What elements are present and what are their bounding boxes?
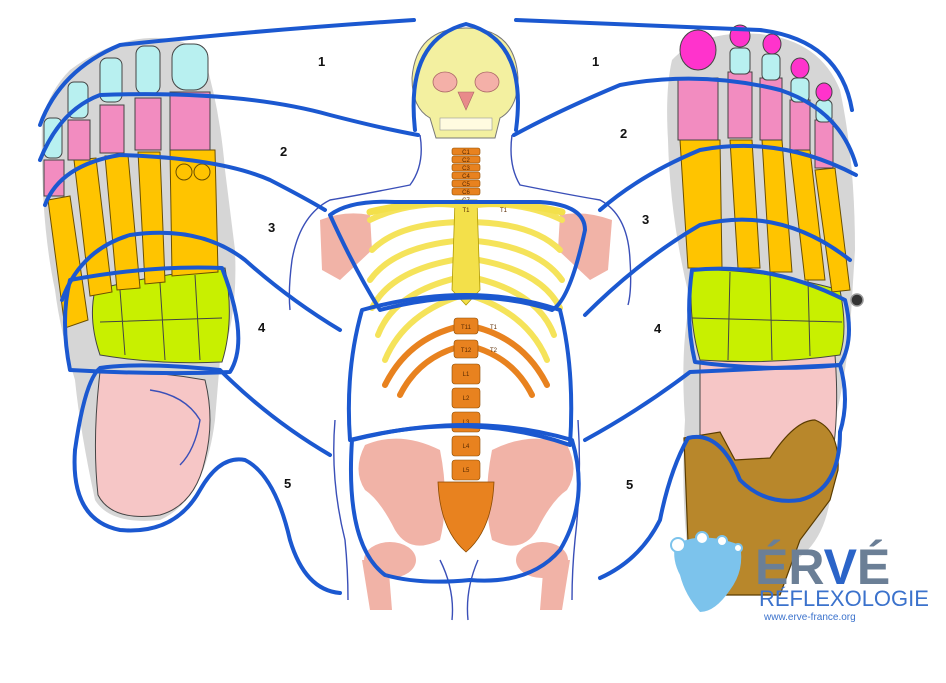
zone-1-right-top [514, 18, 854, 112]
skull [411, 27, 519, 139]
sternum [451, 199, 481, 306]
zone-5-pelvis-box [348, 423, 581, 584]
zone-3-chest-box [328, 199, 587, 312]
cervical-spine [451, 147, 481, 196]
zone-label-right-2: 2 [620, 126, 627, 141]
teeth [439, 117, 493, 131]
sacrum [437, 481, 495, 553]
logo-name: ÉRVÉ [755, 539, 890, 595]
label-l4: L4 [463, 444, 470, 450]
label-l2: L2 [463, 396, 470, 402]
logo-foot-icon [674, 537, 742, 612]
zone-4-abdomen-box [346, 293, 574, 447]
label-t12: T12 [461, 348, 472, 354]
zone-label-left-5: 5 [284, 476, 291, 491]
logo-name-main: ÉR [755, 539, 824, 595]
zone-numbers-left: 1 2 3 4 5 [258, 54, 325, 491]
left-eye-socket [432, 71, 458, 93]
zone-label-left-3: 3 [268, 220, 275, 235]
zone-1-head-boundary [411, 22, 520, 132]
left-hip-bone [358, 438, 445, 546]
right-toe-light [729, 47, 833, 123]
thoracolumbar-spine [451, 317, 481, 481]
right-eye-socket [474, 71, 500, 93]
zone-label-left-1: 1 [318, 54, 325, 69]
zone-label-right-4: 4 [654, 321, 662, 336]
zone-2-3-left [43, 153, 327, 212]
zone-4-left-sole [63, 265, 241, 376]
left-heel-bone [94, 371, 211, 517]
logo-name-end: É [857, 539, 890, 595]
right-ankle-pin [850, 293, 864, 307]
zone-1-2-right [512, 76, 858, 167]
label-c6: C6 [462, 190, 470, 196]
zone-4-5-left [73, 363, 332, 457]
zone-5-right-heel [598, 430, 842, 580]
left-talus-line [149, 389, 201, 466]
right-hip-bone [487, 438, 574, 546]
zone-numbers-right: 1 2 3 4 5 [592, 54, 662, 492]
zone-label-left-4: 4 [258, 320, 266, 335]
right-toe-tips [679, 24, 833, 102]
right-femur [540, 560, 570, 610]
label-t11: T11 [461, 325, 472, 331]
zone-5-left-heel [72, 448, 342, 595]
zone-2-3-right [598, 143, 858, 212]
label-c5: C5 [462, 182, 470, 188]
thoracic-labels: T1 T11 T12 T1 T1 T2 [461, 208, 508, 354]
label-side-t1: T1 [500, 208, 508, 214]
logo-url: www.erve-france.org [763, 612, 856, 623]
skeleton: C1 C2 C3 C4 C5 C6 C7 T1 T11 T12 T1 T1 T2… [288, 27, 632, 621]
logo-subtitle: RÉFLEXOLOGIE [759, 586, 929, 611]
label-c1: C1 [462, 150, 470, 156]
body-outline [288, 134, 632, 621]
label-l1: L1 [463, 372, 470, 378]
label-c4: C4 [462, 174, 470, 180]
label-c3: C3 [462, 166, 470, 172]
zone-1-2-left [38, 92, 420, 162]
logo-name-accent: V [824, 539, 858, 595]
left-phalanges [43, 91, 211, 197]
lower-ribs [382, 322, 550, 398]
zone-label-right-5: 5 [626, 477, 633, 492]
right-foot [667, 24, 864, 596]
label-side-t1-lower: T1 [490, 325, 498, 331]
right-metatarsals [679, 139, 851, 293]
erve-logo: ÉRVÉ RÉFLEXOLOGIE www.erve-france.org [670, 531, 929, 623]
nasal-cavity [457, 91, 475, 111]
label-l5: L5 [463, 468, 470, 474]
zone-label-left-2: 2 [280, 144, 287, 159]
clavicles [366, 200, 566, 216]
zone-label-right-1: 1 [592, 54, 599, 69]
zone-lines [38, 18, 858, 595]
label-c2: C2 [462, 158, 470, 164]
zone-3-4-left [60, 230, 342, 332]
zone-4-5-right [583, 363, 847, 442]
zone-3-4-right [583, 217, 852, 317]
right-shoulder [558, 213, 612, 280]
zone-label-right-3: 3 [642, 212, 649, 227]
cervical-labels: C1 C2 C3 C4 C5 C6 C7 [462, 150, 470, 204]
label-t1: T1 [462, 208, 470, 214]
zone-1-left-top [38, 18, 416, 127]
label-side-t2: T2 [490, 348, 498, 354]
